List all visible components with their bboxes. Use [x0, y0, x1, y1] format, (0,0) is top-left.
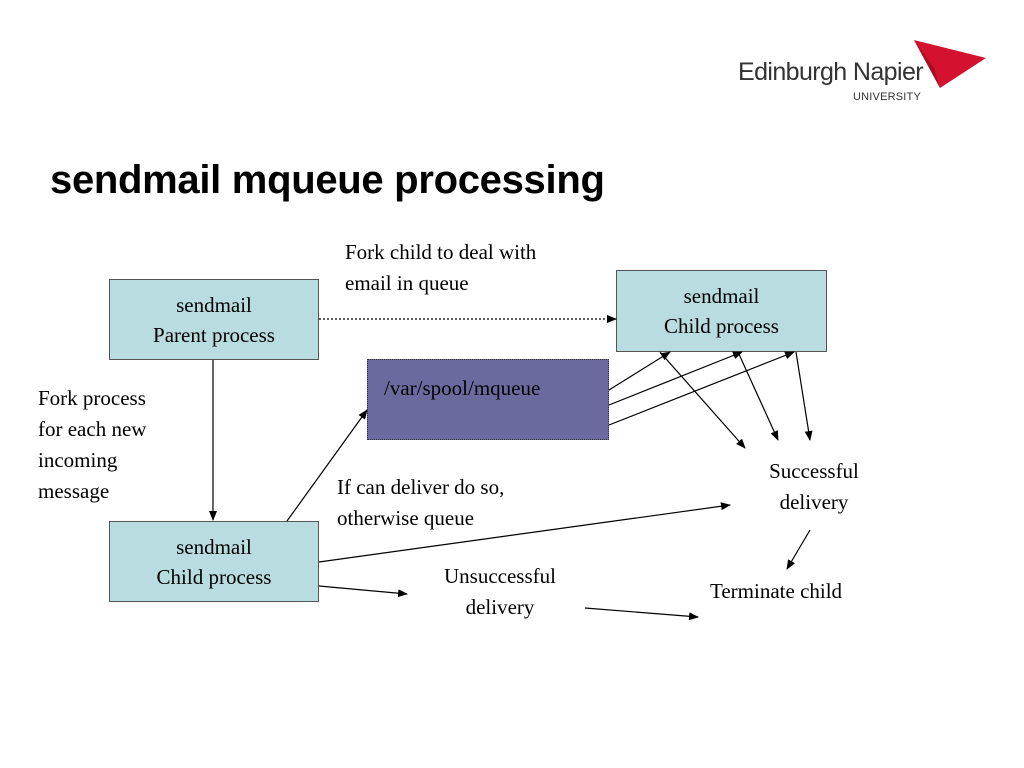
- if-deliver-label: If can deliver do so, otherwise queue: [337, 472, 504, 534]
- slide-title: sendmail mqueue processing: [50, 158, 605, 202]
- parent-box-line1: sendmail: [176, 292, 252, 317]
- arrow-queue-to-child-2: [608, 351, 743, 406]
- logo-subtitle: UNIVERSITY: [853, 91, 922, 103]
- child-process-box-top: sendmail Child process: [616, 270, 827, 352]
- child-bottom-line2: Child process: [156, 564, 272, 589]
- parent-process-box: sendmail Parent process: [109, 279, 319, 360]
- arrow-unsuccessful-to-terminate: [584, 607, 699, 621]
- arrow-child-top-to-success-3: [795, 351, 813, 441]
- arrow-child-to-queue: [286, 409, 368, 522]
- fork-child-label-line1: Fork child to deal with: [345, 240, 537, 264]
- fork-process-label: Fork process for each new incoming messa…: [38, 383, 146, 507]
- child-top-line2: Child process: [664, 314, 779, 338]
- parent-box-line2: Parent process: [153, 322, 275, 347]
- unsuccessful-label-line1: Unsuccessful: [444, 564, 556, 588]
- if-deliver-label-line1: If can deliver do so,: [337, 475, 505, 499]
- arrow-child-top-to-success-1: [659, 351, 746, 449]
- if-deliver-label-line2: otherwise queue: [337, 506, 475, 530]
- child-top-line1: sendmail: [683, 284, 760, 308]
- arrow-child-top-to-success-2: [737, 351, 779, 441]
- child-process-box-bottom: sendmail Child process: [109, 521, 319, 602]
- unsuccessful-delivery-label: Unsuccessful delivery: [425, 561, 575, 623]
- fork-child-label: Fork child to deal with email in queue: [345, 237, 536, 299]
- child-bottom-line1: sendmail: [176, 534, 252, 559]
- mqueue-label: /var/spool/mqueue: [384, 376, 541, 400]
- successful-delivery-label: Successful delivery: [744, 456, 884, 518]
- arrow-child-to-unsuccessful: [318, 585, 408, 598]
- logo-flag-icon: [914, 40, 986, 88]
- fork-child-label-line2: email in queue: [345, 271, 469, 295]
- successful-label-line2: delivery: [779, 490, 849, 514]
- fork-process-label-line1: Fork process: [38, 386, 146, 410]
- unsuccessful-label-line2: delivery: [465, 595, 535, 619]
- mqueue-box: [367, 359, 609, 440]
- successful-label-line1: Successful: [769, 459, 859, 483]
- logo-wordmark: Edinburgh Napier: [738, 58, 924, 86]
- arrow-successful-to-terminate: [786, 529, 811, 570]
- fork-process-label-line4: message: [38, 479, 110, 503]
- arrow-child-to-successful: [318, 502, 731, 563]
- fork-process-label-line3: incoming: [38, 448, 118, 472]
- fork-process-label-line2: for each new: [38, 417, 147, 441]
- arrow-queue-to-child-3: [608, 351, 795, 426]
- arrow-queue-to-child-1: [608, 351, 671, 391]
- terminate-child-label: Terminate child: [710, 579, 843, 603]
